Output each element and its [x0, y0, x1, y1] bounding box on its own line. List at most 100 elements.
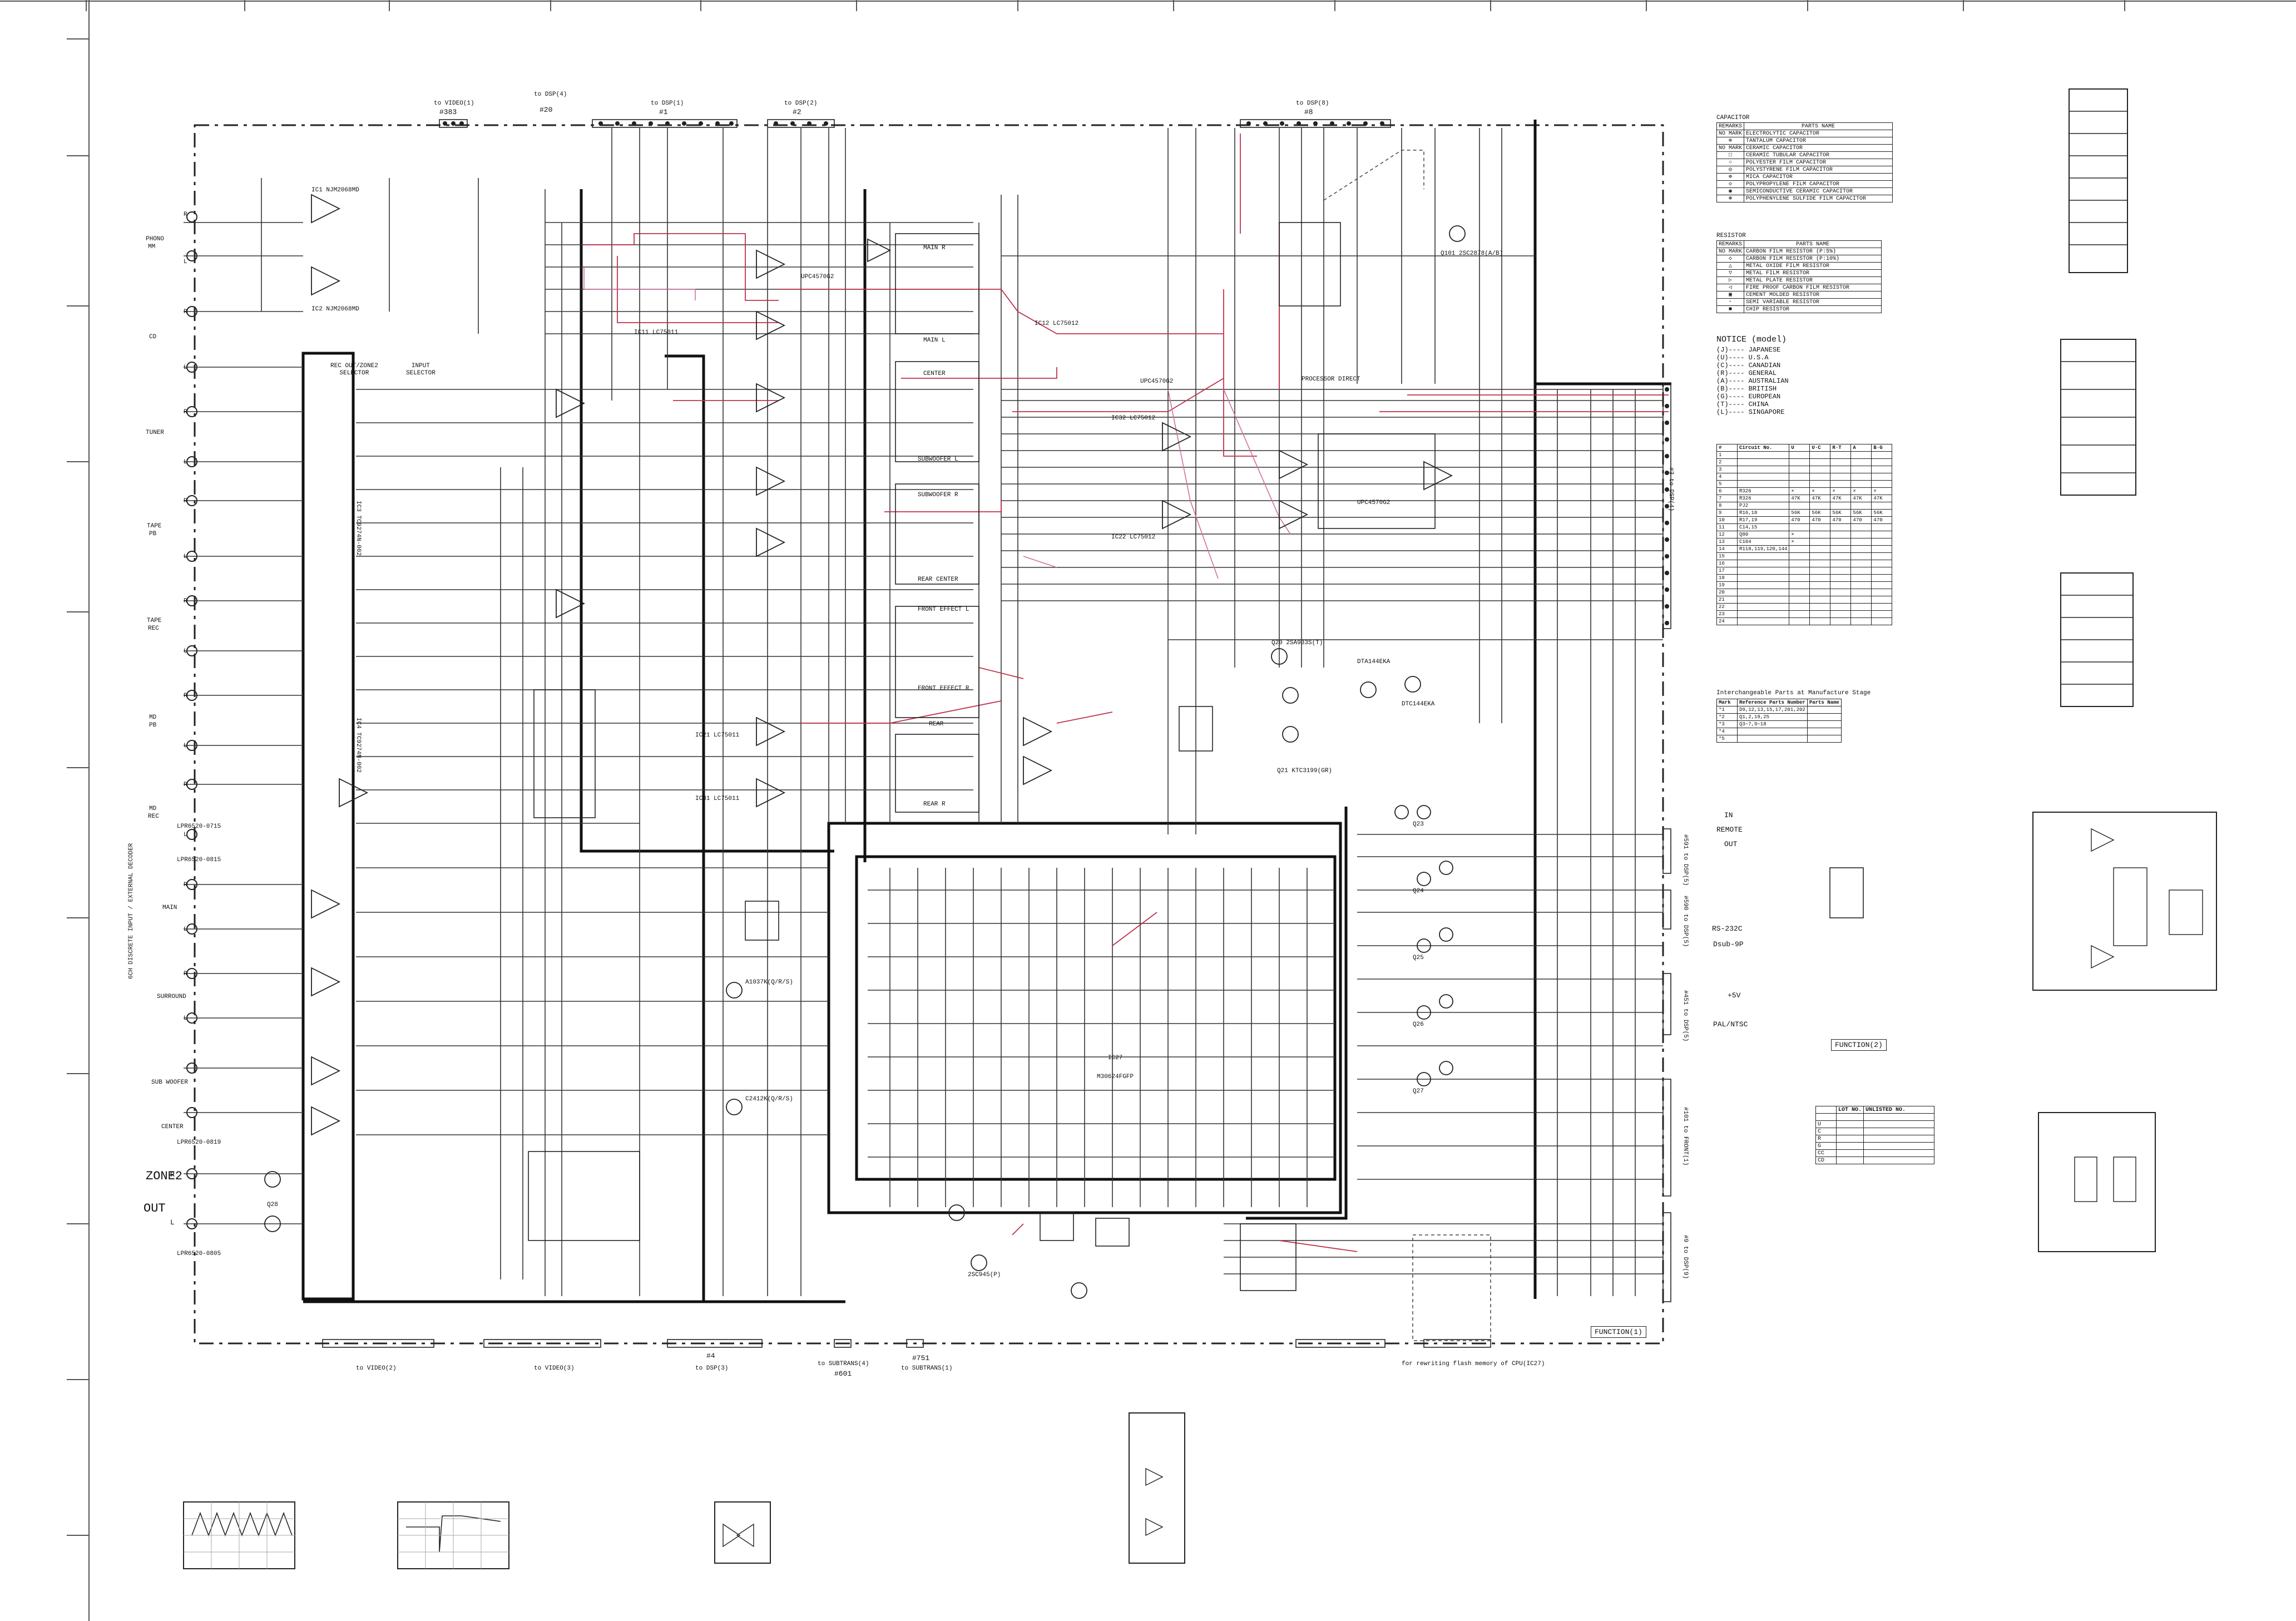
- selector-ic3: IC3 TC9274N-002: [355, 501, 362, 556]
- model-cell: [1830, 545, 1852, 553]
- model-cell: [1789, 466, 1810, 473]
- model-cell: [1850, 523, 1872, 531]
- model-cell: 15: [1716, 552, 1738, 560]
- model-cell: 470: [1809, 516, 1831, 524]
- model-cell: [1871, 451, 1893, 459]
- model-cell: [1871, 466, 1893, 473]
- model-cell: [1809, 523, 1831, 531]
- res-cell: FIRE PROOF CARBON FILM RESISTOR: [1744, 284, 1882, 291]
- ic-label-ic21: IC21 LC75011: [695, 732, 740, 739]
- res-cell: CEMENT MOLDED RESISTOR: [1744, 291, 1882, 299]
- model-cell: [1871, 523, 1893, 531]
- model-cell: [1830, 502, 1852, 510]
- model-cell: [1850, 567, 1872, 575]
- model-cell: [1736, 451, 1790, 459]
- ic-label-ic1: IC1 NJM2068MD: [311, 187, 359, 194]
- res-cell: ▽: [1716, 269, 1745, 277]
- res-header-parts: PARTS NAME: [1744, 240, 1882, 248]
- right-connector-451: #451 to DSP(5): [1682, 990, 1689, 1042]
- model-cell: [1809, 480, 1831, 488]
- lot-row: CC: [1815, 1149, 1935, 1157]
- lot-row: C: [1815, 1128, 1935, 1135]
- model-cell: [1809, 589, 1831, 596]
- model-cell: [1789, 610, 1810, 618]
- cap-header-remarks: REMARKS: [1716, 122, 1745, 130]
- lot-cell: U: [1815, 1120, 1837, 1128]
- channel-main-l: MAIN L: [923, 337, 946, 344]
- transistor-q24: Q24: [1413, 888, 1424, 894]
- model-cell: [1789, 603, 1810, 611]
- model-cell: [1736, 552, 1790, 560]
- notice-title: NOTICE (model): [1716, 335, 1787, 344]
- model-cell: [1809, 531, 1831, 538]
- lot-cell: [1863, 1142, 1935, 1150]
- notice-line: (G)---- EUROPEAN: [1716, 393, 1781, 401]
- model-cell: R16,18: [1736, 509, 1790, 517]
- model-cell: R118,119,120,144: [1736, 545, 1790, 553]
- connector-label-video2: to VIDEO(2): [356, 1365, 397, 1372]
- model-cell: [1830, 473, 1852, 481]
- model-cell: [1736, 473, 1790, 481]
- model-cell: 47K: [1871, 495, 1893, 502]
- model-cell: [1850, 458, 1872, 466]
- notice-line: (T)---- CHINA: [1716, 401, 1769, 408]
- input-label-subwoofer: SUB WOOFER: [151, 1079, 189, 1086]
- lot-cell: CD: [1815, 1157, 1837, 1164]
- transistor-q21: Q21 KTC3199(GR): [1277, 768, 1333, 774]
- model-cell: [1850, 574, 1872, 582]
- model-row: 21: [1716, 596, 1893, 604]
- model-cell: [1830, 466, 1852, 473]
- interchange-cell: Q1,2,19,25: [1737, 713, 1808, 721]
- channel-front-effect-l: FRONT EFFECT L: [918, 606, 969, 613]
- connector-ref-dsp3: #4: [706, 1352, 715, 1360]
- main-ic-part: M30624FGFP: [1097, 1074, 1134, 1080]
- model-cell: [1809, 581, 1831, 589]
- cap-cell: NO MARK: [1716, 130, 1745, 137]
- cap-cell: ○: [1716, 159, 1745, 166]
- model-cell: [1736, 480, 1790, 488]
- model-cell: [1871, 596, 1893, 604]
- res-cell: NO MARK: [1716, 248, 1745, 255]
- md-rec-ch-l: L: [184, 832, 187, 838]
- transistor-q26: Q26: [1413, 1021, 1424, 1028]
- model-cell: [1850, 560, 1872, 567]
- model-cell: C104: [1736, 538, 1790, 546]
- model-cell: [1871, 574, 1893, 582]
- lot-cell: [1863, 1135, 1935, 1143]
- lot-row: [1815, 1113, 1935, 1121]
- model-cell: 8: [1716, 502, 1738, 510]
- model-cell: 56K: [1830, 509, 1852, 517]
- model-cell: [1871, 603, 1893, 611]
- model-cell: 470: [1830, 516, 1852, 524]
- function1-label: FUNCTION(1): [1591, 1326, 1646, 1338]
- input-sub-tape-rec: REC: [148, 625, 159, 632]
- lot-row: R: [1815, 1135, 1935, 1143]
- model-cell: [1809, 458, 1831, 466]
- connector-label-dsp1: to DSP(1): [651, 100, 684, 107]
- lot-cell: [1835, 1157, 1864, 1164]
- cap-cell: ELECTROLYTIC CAPACITOR: [1744, 130, 1893, 137]
- tape-pb-ch-r: R: [184, 498, 187, 505]
- model-cell: [1789, 617, 1810, 625]
- interchange-title: Interchangeable Parts at Manufacture Sta…: [1716, 690, 1871, 696]
- input-label-tape-rec: TAPE: [147, 617, 162, 624]
- res-cell: ◁: [1716, 284, 1745, 291]
- tape-rec-ch-l: L: [184, 648, 187, 655]
- ic-label-ic2: IC2 NJM2068MD: [311, 306, 359, 313]
- model-cell: 4: [1716, 473, 1738, 481]
- model-cell: [1871, 552, 1893, 560]
- input-label-md-pb: MD: [149, 714, 157, 721]
- model-cell: [1809, 466, 1831, 473]
- model-cell: [1830, 581, 1852, 589]
- model-cell: [1830, 560, 1852, 567]
- cap-cell: MICA CAPACITOR: [1744, 173, 1893, 181]
- cap-header-parts: PARTS NAME: [1744, 122, 1893, 130]
- model-cell: 56K: [1789, 509, 1810, 517]
- model-cell: ×: [1789, 487, 1810, 495]
- model-cell: 22: [1716, 603, 1738, 611]
- model-cell: [1830, 574, 1852, 582]
- interchange-cell: *4: [1716, 728, 1738, 735]
- model-cell: [1809, 545, 1831, 553]
